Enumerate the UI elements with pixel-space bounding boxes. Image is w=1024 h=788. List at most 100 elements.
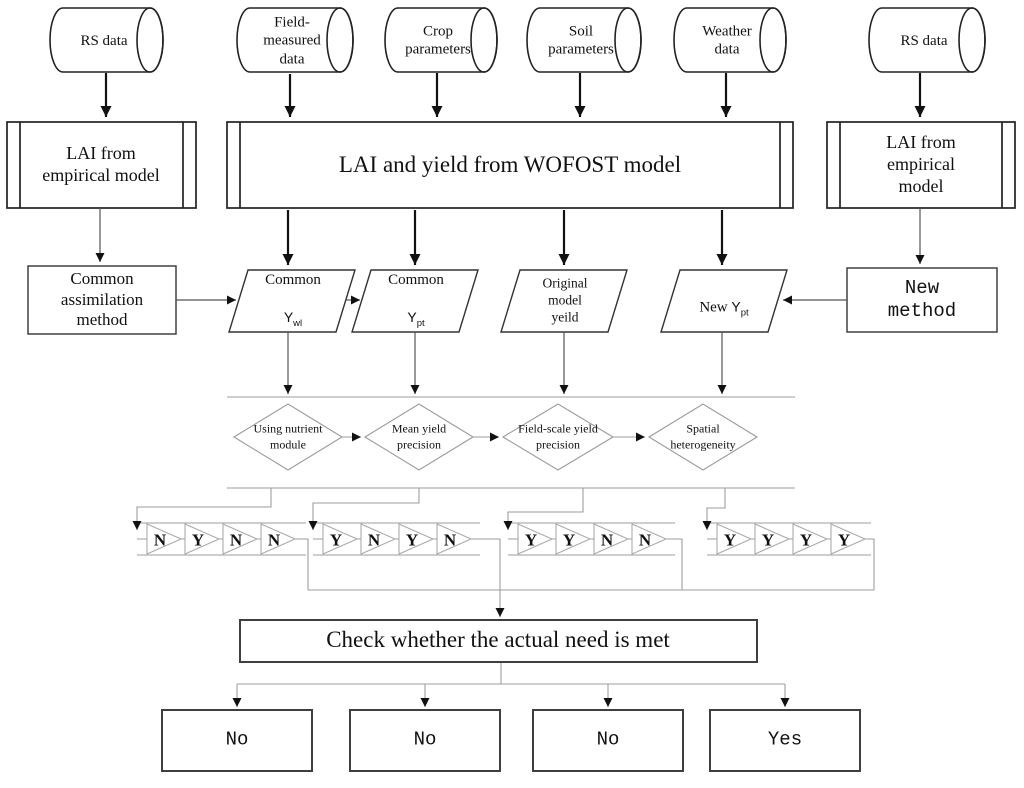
parallelogram-common-ywl bbox=[228, 269, 356, 333]
result-label-no-1: No bbox=[225, 728, 249, 751]
method-row bbox=[27, 265, 998, 335]
triangle-letter: Y bbox=[405, 530, 419, 550]
process-box-wofost bbox=[226, 121, 794, 209]
triangle-y bbox=[830, 523, 867, 555]
triangle-letter: Y bbox=[329, 530, 343, 550]
triangle-letter: Y bbox=[837, 530, 851, 550]
y-subscript: pt bbox=[416, 318, 425, 330]
triangle-y bbox=[398, 523, 435, 555]
y-symbol: Y bbox=[731, 298, 741, 315]
diamond-field-scale-yield bbox=[501, 403, 615, 471]
result-label-no-3: No bbox=[596, 728, 620, 751]
cylinder-cap bbox=[958, 7, 986, 73]
triangle-letter: Y bbox=[191, 530, 205, 550]
process-box-lai-left bbox=[6, 121, 197, 209]
triangle-n bbox=[260, 523, 297, 555]
cylinder-cap bbox=[136, 7, 164, 73]
gray-arrows bbox=[132, 432, 790, 707]
triangle-y bbox=[792, 523, 829, 555]
diamond-nutrient-module bbox=[232, 403, 344, 471]
cylinder-label-weather-data: Weather data bbox=[702, 23, 752, 58]
cylinder-cap bbox=[470, 7, 498, 73]
parallelogram-label-common-ywl: Common Ywl bbox=[265, 253, 321, 347]
assimilation-method-box bbox=[27, 265, 177, 335]
cylinder-label-crop-parameters: Crop parameters bbox=[405, 23, 471, 58]
process-box-lai-right bbox=[826, 121, 1016, 209]
triangle-y bbox=[517, 523, 554, 555]
triangle-y bbox=[754, 523, 791, 555]
flow-arrow bbox=[503, 488, 584, 530]
cylinder-label-rs-data-1: RS data bbox=[80, 32, 128, 49]
triangle-letter: Y bbox=[723, 530, 737, 550]
cylinder-label-soil-parameters: Soil parameters bbox=[548, 23, 614, 58]
para-line1: Common bbox=[388, 272, 444, 289]
y-subscript: wl bbox=[293, 318, 303, 330]
y-symbol: Y bbox=[283, 309, 294, 326]
y-symbol: Y bbox=[407, 309, 417, 326]
process-box-row bbox=[6, 121, 1016, 209]
process-label-wofost: LAI and yield from WOFOST model bbox=[338, 151, 682, 177]
triangle-letter: Y bbox=[799, 530, 813, 550]
flow-arrow bbox=[702, 488, 726, 530]
triangle-letter: N bbox=[443, 530, 457, 550]
thin-arrows bbox=[95, 208, 925, 394]
triangle-n bbox=[222, 523, 259, 555]
result-box-no-1 bbox=[161, 709, 313, 772]
assimilation-method-label: Common assimilation method bbox=[60, 268, 144, 330]
cylinder-cap bbox=[326, 7, 354, 73]
triangle-y bbox=[184, 523, 221, 555]
decision-row bbox=[232, 403, 759, 471]
flow-arrow bbox=[132, 488, 272, 530]
diamond-label-field-scale: Field-scale yield precision bbox=[518, 421, 598, 451]
para-symbol-line: Ypt bbox=[388, 310, 444, 329]
routing-lines bbox=[137, 396, 875, 685]
result-box-no-3 bbox=[532, 709, 684, 772]
triangle-n bbox=[146, 523, 183, 555]
parallelogram-new-ypt bbox=[660, 269, 788, 333]
diamond-mean-yield bbox=[363, 403, 475, 471]
para-symbol-line: Ywl bbox=[265, 310, 321, 329]
triangle-n bbox=[631, 523, 668, 555]
para-prefix: New bbox=[699, 299, 732, 316]
flow-arrow bbox=[308, 488, 420, 530]
cylinder-label-rs-data-2: RS data bbox=[900, 32, 948, 49]
triangle-letter: N bbox=[229, 530, 243, 550]
diamond-spatial-heterogeneity bbox=[647, 403, 759, 471]
triangle-letter: Y bbox=[761, 530, 775, 550]
triangle-n bbox=[436, 523, 473, 555]
diamond-label-mean-yield: Mean yield precision bbox=[391, 421, 447, 451]
check-box bbox=[239, 619, 758, 663]
parallelogram-common-ypt bbox=[351, 269, 479, 333]
cylinder-label-field-measured: Field- measured data bbox=[263, 14, 321, 68]
cylinder-cap bbox=[614, 7, 642, 73]
new-method-box bbox=[846, 267, 998, 333]
result-label-yes: Yes bbox=[767, 728, 803, 751]
new-method-label: New method bbox=[887, 276, 957, 322]
diamond-label-nutrient: Using nutrient module bbox=[253, 421, 323, 451]
process-label-lai-left: LAI from empirical model bbox=[42, 143, 160, 185]
check-box-label: Check whether the actual need is met bbox=[326, 626, 670, 652]
cylinder-row bbox=[49, 7, 986, 73]
triangle-letter: N bbox=[638, 530, 652, 550]
cylinder-cap bbox=[759, 7, 787, 73]
triangle-letter: N bbox=[153, 530, 167, 550]
result-label-no-2: No bbox=[413, 728, 437, 751]
triangle-y bbox=[716, 523, 753, 555]
process-label-lai-right: LAI from empirical model bbox=[886, 132, 956, 196]
diamond-label-spatial: Spatial heterogeneity bbox=[670, 421, 736, 451]
parallelogram-label-original-yield: Original model yeild bbox=[542, 275, 588, 325]
bottom-boxes bbox=[161, 619, 861, 772]
triangle-y bbox=[322, 523, 359, 555]
result-box-no-2 bbox=[349, 709, 501, 772]
triangle-y bbox=[555, 523, 592, 555]
triangle-n bbox=[360, 523, 397, 555]
y-subscript: pt bbox=[740, 307, 749, 319]
triangle-letter: N bbox=[367, 530, 381, 550]
para-line1: Common bbox=[265, 272, 321, 289]
triangle-n bbox=[593, 523, 630, 555]
result-box-yes bbox=[709, 709, 861, 772]
parallelogram-label-new-ypt: New Ypt bbox=[699, 281, 748, 320]
triangle-letter: Y bbox=[524, 530, 538, 550]
